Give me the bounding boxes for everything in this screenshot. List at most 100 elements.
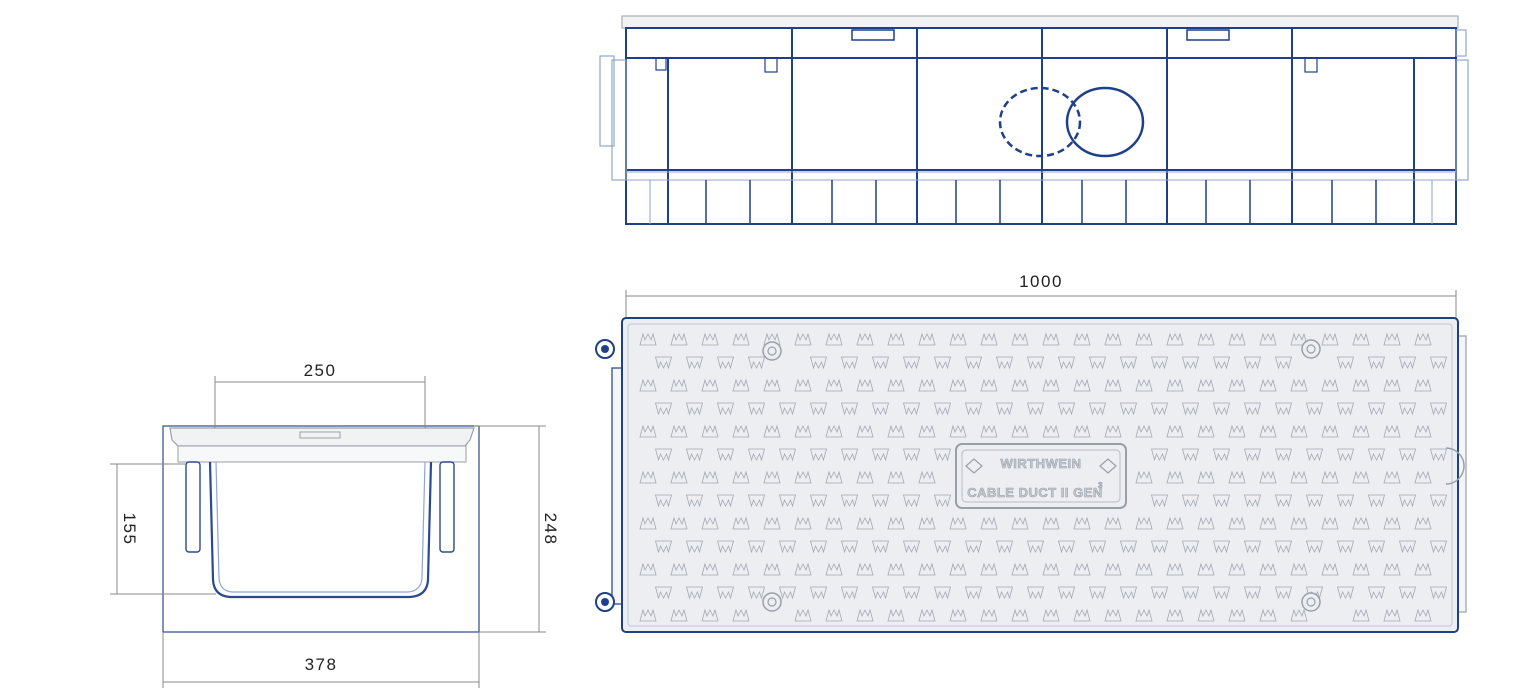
cover-tread-mark xyxy=(1197,562,1215,576)
cover-tread-mark xyxy=(1367,356,1386,370)
cover-tread-mark xyxy=(1073,562,1091,576)
cover-tread-mark xyxy=(809,494,828,508)
cover-tread-mark xyxy=(1352,332,1370,346)
cover-tread-mark xyxy=(1181,356,1200,370)
cover-tread-mark xyxy=(1135,424,1153,438)
cover-tread-mark xyxy=(980,424,998,438)
cover-tread-mark xyxy=(995,402,1014,416)
outer-width-dimension: 378 xyxy=(162,632,480,688)
cover-tread-mark xyxy=(685,494,704,508)
cover-tread-mark xyxy=(902,356,921,370)
cover-tread-mark xyxy=(1321,424,1339,438)
cover-tread-mark xyxy=(949,562,967,576)
cover-tread-mark xyxy=(902,448,921,462)
cover-tread-mark xyxy=(1119,356,1138,370)
cover-tread-mark xyxy=(1243,540,1262,554)
cover-tread-mark xyxy=(809,540,828,554)
cover-bolt-bottom-left xyxy=(595,592,615,612)
cover-tread-mark xyxy=(778,402,797,416)
cover-tread-mark xyxy=(1367,402,1386,416)
cover-tread-mark xyxy=(1274,586,1293,600)
cover-tread-mark xyxy=(1135,470,1153,484)
cover-tread-mark xyxy=(763,562,781,576)
cover-tread-mark xyxy=(1042,516,1060,530)
cover-tread-mark xyxy=(856,562,874,576)
cover-tread-pattern xyxy=(639,332,1448,622)
cover-tread-mark xyxy=(1274,356,1293,370)
cover-tread-mark xyxy=(1166,332,1184,346)
cover-tread-mark xyxy=(902,494,921,508)
cover-tread-mark xyxy=(1057,540,1076,554)
cover-tread-mark xyxy=(1026,402,1045,416)
cover-tread-mark xyxy=(1181,540,1200,554)
cover-tread-mark xyxy=(1398,448,1417,462)
cover-tread-mark xyxy=(1228,608,1246,622)
cover-tread-mark xyxy=(1367,586,1386,600)
cover-tread-mark xyxy=(949,608,967,622)
cover-tread-mark xyxy=(747,494,766,508)
cover-tread-mark xyxy=(701,516,719,530)
cover-tread-mark xyxy=(1135,332,1153,346)
inner-height-label: 155 xyxy=(120,513,139,546)
cover-tread-mark xyxy=(1042,332,1060,346)
cover-tread-mark xyxy=(809,356,828,370)
cover-tread-mark xyxy=(716,586,735,600)
cover-tread-mark xyxy=(1011,424,1029,438)
cover-tread-mark xyxy=(1414,608,1432,622)
cover-tread-mark xyxy=(670,562,688,576)
cover-tread-mark xyxy=(1150,448,1169,462)
cover-tread-mark xyxy=(1088,586,1107,600)
cover-tread-mark xyxy=(1290,608,1308,622)
cover-tread-mark xyxy=(778,448,797,462)
cover-tread-mark xyxy=(1197,424,1215,438)
cover-tread-mark xyxy=(1150,540,1169,554)
cover-tread-mark xyxy=(1321,378,1339,392)
cover-tread-mark xyxy=(1243,356,1262,370)
cover-tread-mark xyxy=(1212,586,1231,600)
cover-tread-mark xyxy=(1274,448,1293,462)
cover-tread-mark xyxy=(685,540,704,554)
cover-tread-mark xyxy=(654,402,673,416)
cover-tread-mark xyxy=(1414,470,1432,484)
cover-tread-mark xyxy=(1166,378,1184,392)
cover-tread-mark xyxy=(1026,356,1045,370)
cover-tread-mark xyxy=(1336,356,1355,370)
cover-tread-mark xyxy=(1135,608,1153,622)
outer-height-dimension: 248 xyxy=(474,425,560,633)
cover-tread-mark xyxy=(1166,516,1184,530)
cover-tread-mark xyxy=(1228,332,1246,346)
cover-tread-mark xyxy=(825,332,843,346)
cover-tread-mark xyxy=(840,586,859,600)
cover-tread-mark xyxy=(871,402,890,416)
cover-tread-mark xyxy=(1057,586,1076,600)
cover-tread-mark xyxy=(856,424,874,438)
cover-tread-mark xyxy=(701,608,719,622)
cover-tread-mark xyxy=(918,608,936,622)
cover-tread-mark xyxy=(1212,402,1231,416)
cover-tread-mark xyxy=(654,448,673,462)
cover-tread-mark xyxy=(1352,562,1370,576)
cover-tread-mark xyxy=(732,562,750,576)
cover-tread-mark xyxy=(1274,540,1293,554)
cover-tread-mark xyxy=(1305,402,1324,416)
cover-tread-mark xyxy=(670,378,688,392)
cover-tread-mark xyxy=(1181,494,1200,508)
cover-tread-mark xyxy=(1336,586,1355,600)
cover-tread-mark xyxy=(747,586,766,600)
cover-tread-mark xyxy=(933,540,952,554)
cover-brand-text: WIRTHWEIN xyxy=(1000,456,1081,471)
cover-tread-mark xyxy=(918,562,936,576)
cover-tread-mark xyxy=(1150,356,1169,370)
cover-tread-mark xyxy=(639,378,657,392)
cover-tread-mark xyxy=(887,470,905,484)
cover-tread-mark xyxy=(1414,378,1432,392)
cover-tread-mark xyxy=(1212,448,1231,462)
cover-tread-mark xyxy=(654,494,673,508)
cover-tread-mark xyxy=(1352,608,1370,622)
cover-tread-mark xyxy=(1383,562,1401,576)
cover-tread-mark xyxy=(778,540,797,554)
cover-tread-mark xyxy=(716,448,735,462)
cover-tread-mark xyxy=(1011,562,1029,576)
cover-tread-mark xyxy=(1119,540,1138,554)
cover-tread-mark xyxy=(1197,378,1215,392)
